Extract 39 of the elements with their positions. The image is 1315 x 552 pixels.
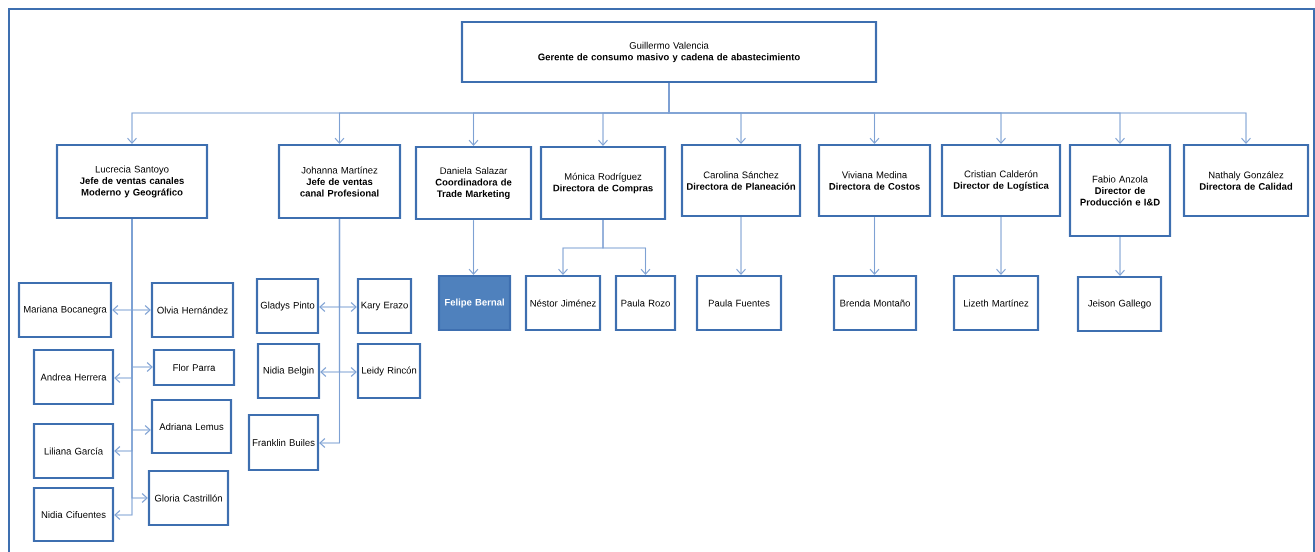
person-box: Jeison Gallego [1076,275,1163,333]
person-box: Lucrecia Santoyo Jefe de ventas canales Moderno y Geográfico [55,143,209,220]
connector-arrow [1114,236,1126,276]
connector-arrow [869,216,880,275]
person-box: Brenda Montaño [832,274,918,332]
person-box: Adriana Lemus [150,398,233,455]
person-box: Flor Parra [152,348,236,387]
person-box: Liliana García [32,422,115,480]
person-box: Lizeth Martínez [952,274,1040,332]
person-box: Nathaly González Directora de Calidad [1182,143,1310,218]
connector-arrow [735,216,747,275]
person-box: Carolina Sánchez Directora de Planeación [680,143,802,218]
person-box: Guillermo Valencia Gerente de consumo masivo y cadena de abastecimiento [460,20,878,84]
person-box: Mónica Rodríguez Directora de Compras [539,145,667,221]
person-box: Cristian Calderón Director de Logística [940,143,1062,218]
person-box: Paula Fuentes [695,274,783,332]
person-box: Leidy Rincón [356,342,422,400]
person-box: Nidia Cifuentes [32,486,115,543]
person-box: Viviana Medina Directora de Costos [817,143,932,218]
person-box: Mariana Bocanegra [17,281,113,339]
person-box: Olvia Hernández [150,281,235,339]
connector-arrow [602,219,651,275]
person-box: Franklin Builes [247,413,320,472]
person-box: Gloria Castrillón [147,469,230,527]
connector-arrow [319,218,341,449]
person-box: Kary Erazo [356,277,413,335]
connector-arrow [995,216,1007,275]
person-box: Johanna Martínez Jefe de ventas canal Profesional [277,143,402,220]
person-box: Daniela Salazar Coordinadora de Trade Marketing [414,145,533,221]
connector-arrow [668,82,1252,144]
person-box: Néstor Jiménez [524,274,602,332]
person-box: Andrea Herrera [32,348,115,406]
person-box: Nidia Belgin [256,342,321,400]
connector-arrow [468,219,479,275]
person-box: Paula Rozo [614,274,677,332]
connector-arrow [114,218,133,521]
person-box: Gladys Pinto [255,277,320,335]
person-box: Fabio Anzola Director de Producción e I&D [1068,143,1172,238]
highlighted-person-box: Felipe Bernal [437,274,512,332]
